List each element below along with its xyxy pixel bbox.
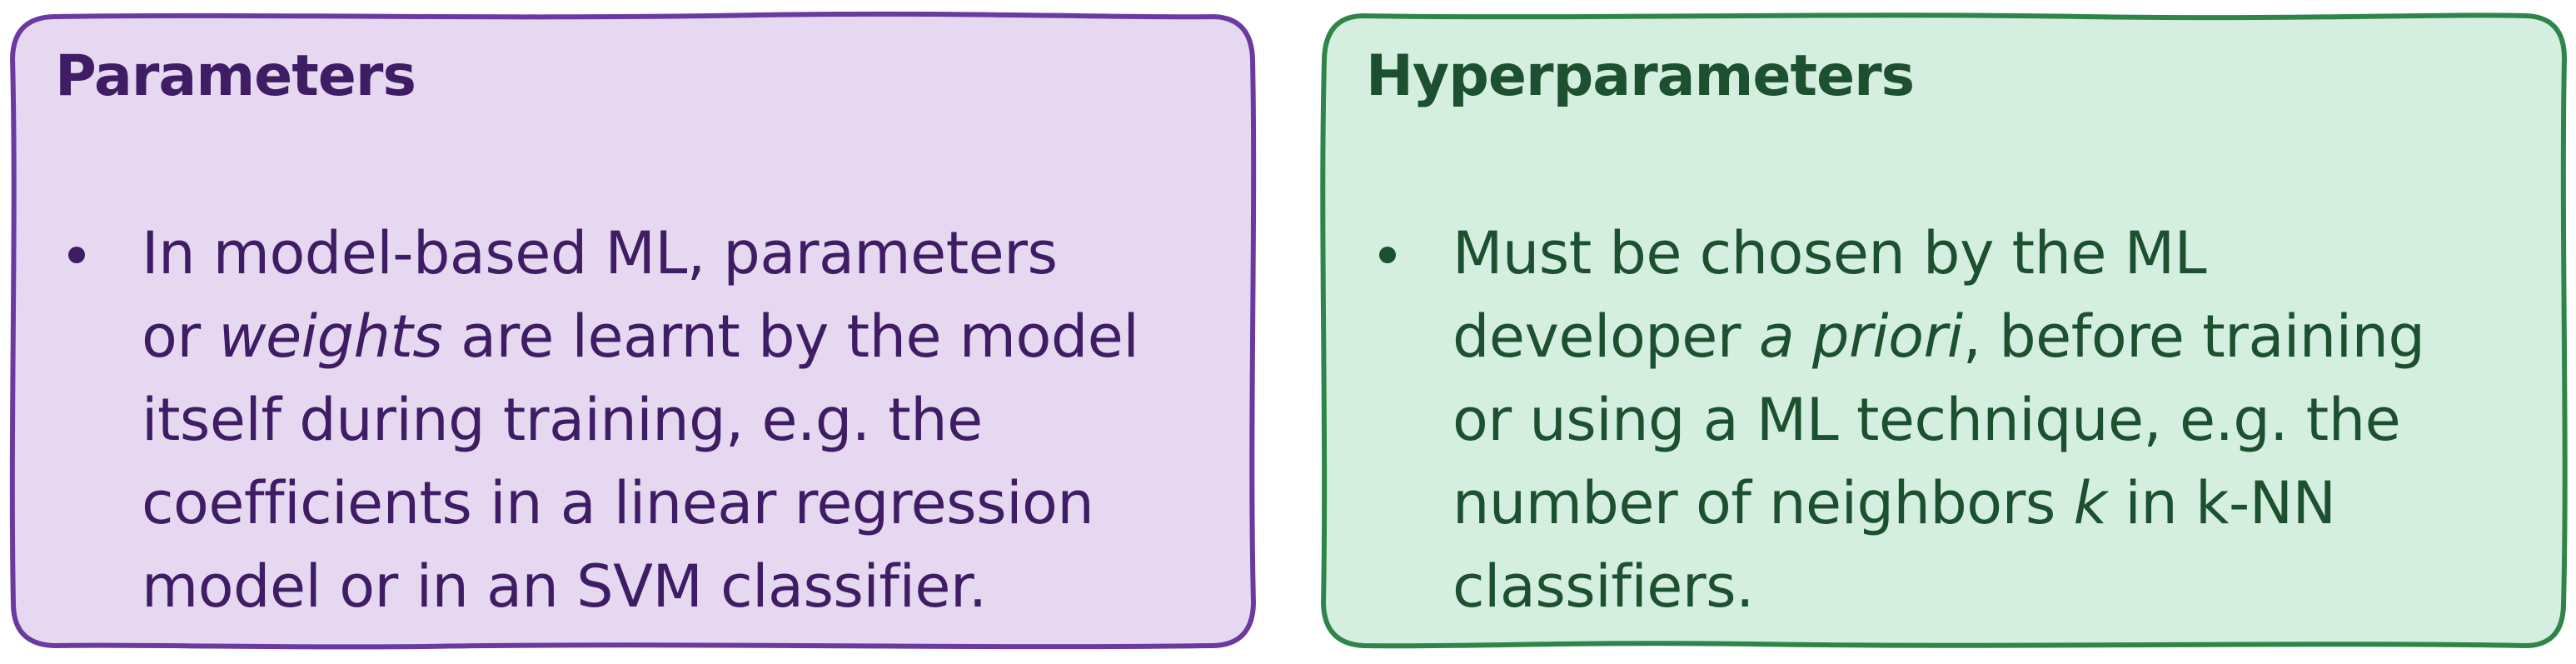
bullet-line: model or in an SVM classifier. xyxy=(142,552,987,621)
bullet-line: coefficients in a linear regression xyxy=(142,469,1094,537)
bullet-line: number of neighbors k in k-NN xyxy=(1452,469,2336,537)
parameters-bullet: In model-based ML, parameters or weights… xyxy=(55,212,1224,628)
hyperparameters-card-outline xyxy=(1320,12,2568,649)
bullet-line: In model-based ML, parameters xyxy=(142,219,1058,287)
bullet-line: or weights are learnt by the model xyxy=(142,302,1139,371)
hyperparameters-title: Hyperparameters xyxy=(1366,43,1915,109)
bullet-line: itself during training, e.g. the xyxy=(142,386,983,454)
hyperparameters-bullet: Must be chosen by the ML developer a pri… xyxy=(1366,212,2535,628)
bullet-dot-icon xyxy=(1379,247,1396,263)
hyperparameters-card-border xyxy=(1320,12,2568,649)
emphasis-term: weights xyxy=(218,302,443,371)
parameters-card-border xyxy=(9,11,1257,650)
parameters-card-content: Parameters In model-based ML, parameters… xyxy=(8,12,1258,650)
parameters-card-outline xyxy=(9,11,1257,650)
parameters-card: Parameters In model-based ML, parameters… xyxy=(8,11,1258,650)
hyperparameters-bullet-list: Must be chosen by the ML developer a pri… xyxy=(1366,212,2535,628)
parameters-bullet-list: In model-based ML, parameters or weights… xyxy=(55,212,1224,628)
hyperparameters-card: Hyperparameters Must be chosen by the ML… xyxy=(1319,12,2569,650)
emphasis-term: k xyxy=(2073,469,2108,537)
bullet-line: or using a ML technique, e.g. the xyxy=(1452,386,2401,454)
bullet-line: classifiers. xyxy=(1452,552,1754,621)
bullet-dot-icon xyxy=(68,247,85,263)
hyperparameters-card-content: Hyperparameters Must be chosen by the ML… xyxy=(1319,12,2569,650)
bullet-line: Must be chosen by the ML xyxy=(1452,219,2207,287)
emphasis-term: a priori xyxy=(1758,302,1963,371)
bullet-line: developer a priori, before training xyxy=(1452,302,2425,371)
parameters-title: Parameters xyxy=(55,43,416,109)
